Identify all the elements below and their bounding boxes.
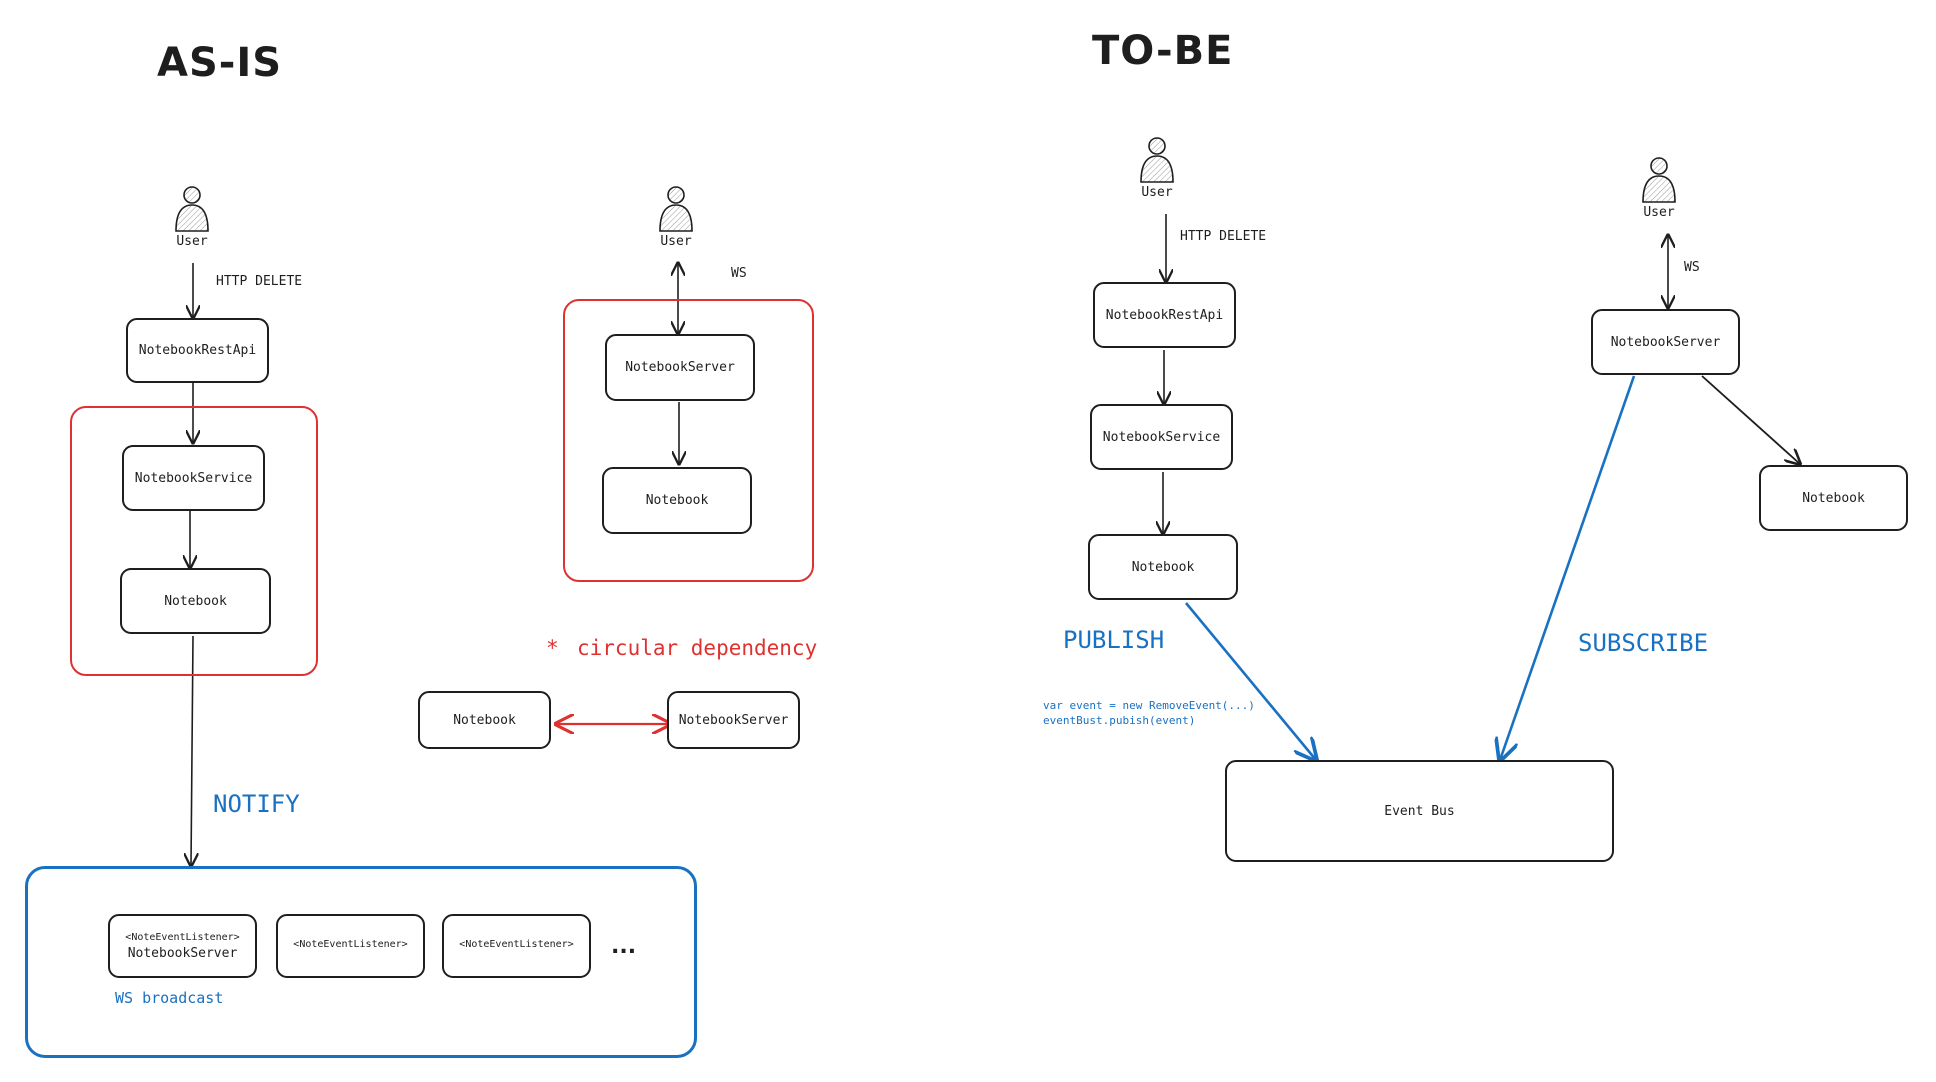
listener-box-2: <NoteEventListener> <box>276 914 425 978</box>
ws-label: WS <box>731 266 747 281</box>
to-be-ws-user: User <box>1629 156 1689 220</box>
cycle-notebook-box: Notebook <box>418 691 551 749</box>
publish-label: PUBLISH <box>1063 626 1165 654</box>
arrow-tobe-server-to-notebook <box>1701 375 1800 464</box>
user-icon <box>175 186 209 232</box>
user-label: User <box>660 234 692 249</box>
ws-red-frame <box>563 299 814 582</box>
tobe-ws-label: WS <box>1684 260 1700 275</box>
to-be-user: User <box>1127 136 1187 200</box>
user-label: User <box>1141 185 1173 200</box>
tobe-ws-notebook-box: Notebook <box>1759 465 1908 531</box>
user-icon <box>1140 137 1174 183</box>
tobe-notebook-service-box: NotebookService <box>1090 404 1233 470</box>
code-line-1: var event = new RemoveEvent(...) <box>1043 699 1255 712</box>
notebook-box: Notebook <box>120 568 271 634</box>
listener-type: <NoteEventListener> <box>125 931 240 943</box>
as-is-user: User <box>162 185 222 249</box>
circular-star: * <box>546 636 559 660</box>
tobe-http-delete-label: HTTP DELETE <box>1180 229 1267 244</box>
to-be-heading: TO-BE <box>1092 28 1234 74</box>
listener-name: NotebookServer <box>127 945 238 961</box>
event-bus-box: Event Bus <box>1225 760 1614 862</box>
user-label: User <box>1643 205 1675 220</box>
circular-dependency-label: circular dependency <box>577 636 818 660</box>
as-is-ws-user: User <box>646 185 706 249</box>
as-is-heading: AS-IS <box>157 40 283 86</box>
arrow-subscribe <box>1500 375 1636 760</box>
tobe-notebook-server-box: NotebookServer <box>1591 309 1740 375</box>
code-line-2: eventBust.pubish(event) <box>1043 714 1196 727</box>
listener-box-3: <NoteEventListener> <box>442 914 591 978</box>
as-is-red-frame <box>70 406 318 676</box>
tobe-notebook-box: Notebook <box>1088 534 1238 600</box>
listeners-blue-frame <box>25 866 697 1058</box>
ws-notebook-box: Notebook <box>602 467 752 534</box>
more-ellipsis: ... <box>611 934 637 959</box>
listener-type: <NoteEventListener> <box>293 939 408 950</box>
listener-box-1: <NoteEventListener> NotebookServer <box>108 914 257 978</box>
subscribe-label: SUBSCRIBE <box>1578 629 1709 657</box>
arrow-publish <box>1184 602 1316 760</box>
cycle-notebook-server-box: NotebookServer <box>667 691 800 749</box>
notebook-service-box: NotebookService <box>122 445 265 511</box>
user-label: User <box>176 234 208 249</box>
user-icon <box>659 186 693 232</box>
tobe-notebook-rest-api-box: NotebookRestApi <box>1093 282 1236 348</box>
publish-code: var event = new RemoveEvent(...) eventBu… <box>1043 698 1255 728</box>
notebook-server-box: NotebookServer <box>605 334 755 401</box>
notify-label: NOTIFY <box>213 790 300 818</box>
http-delete-label: HTTP DELETE <box>216 274 303 289</box>
ws-broadcast-label: WS broadcast <box>115 989 224 1007</box>
user-icon <box>1642 157 1676 203</box>
notebook-rest-api-box: NotebookRestApi <box>126 318 269 383</box>
listener-type: <NoteEventListener> <box>459 939 574 950</box>
